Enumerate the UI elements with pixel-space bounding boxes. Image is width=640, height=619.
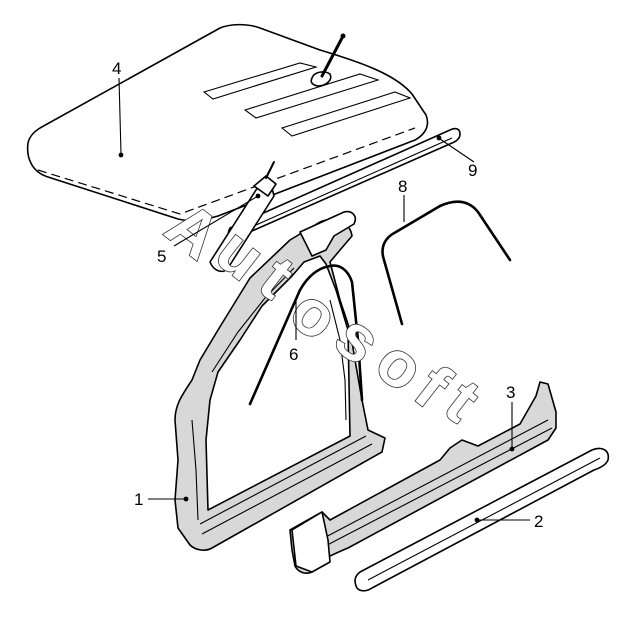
callout-labels: 4 9 8 5 6 3 1 2 — [112, 59, 543, 531]
callout-5: 5 — [157, 247, 166, 266]
callout-leaders — [118, 77, 530, 523]
callout-3: 3 — [506, 383, 515, 402]
rear-door-weatherstrip — [381, 200, 512, 326]
a-pillar-bracket — [209, 161, 277, 273]
callout-4: 4 — [112, 59, 121, 78]
roof-panel — [26, 23, 429, 222]
antenna — [310, 33, 346, 87]
callout-2: 2 — [534, 512, 543, 531]
callout-1: 1 — [134, 490, 143, 509]
body-side-frame — [174, 210, 386, 551]
callout-6: 6 — [289, 345, 298, 364]
front-door-weatherstrip — [248, 264, 364, 406]
callout-9: 9 — [468, 161, 477, 180]
callout-8: 8 — [398, 177, 407, 196]
